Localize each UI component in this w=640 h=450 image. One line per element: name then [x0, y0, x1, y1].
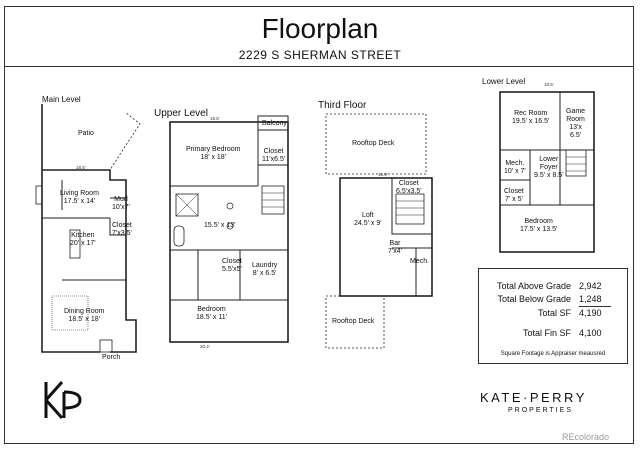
square-footage-summary: Total Above Grade 2,942 Total Below Grad…	[478, 268, 628, 364]
room-bar: Bar 7'x4'	[388, 240, 402, 255]
property-address: 2229 S SHERMAN STREET	[238, 48, 402, 62]
stat-value: 4,100	[579, 328, 602, 338]
room-primary-bath: 15.5' x 13'	[204, 222, 236, 229]
room-living: Living Room 17.5' x 14'	[60, 190, 99, 205]
header-divider	[4, 66, 634, 67]
main-level-label: Main Level	[42, 95, 81, 104]
kp-logo-icon	[44, 381, 82, 419]
stat-label: Total Below Grade	[497, 294, 571, 304]
room-porch: Porch	[102, 354, 121, 361]
stat-label: Total Above Grade	[496, 281, 571, 291]
room-patio: Patio	[78, 130, 94, 137]
page-title: Floorplan	[261, 13, 379, 44]
room-lower-mech: Mech. 10' x 7'	[504, 160, 526, 175]
patio-outline	[41, 104, 141, 171]
upper-level-label: Upper Level	[154, 108, 208, 119]
room-third-closet: Closet 6.5'x3.5'	[396, 180, 422, 195]
room-laundry: Laundry 8' x 6.5'	[252, 262, 278, 277]
room-loft: Loft 24.5' x 9'	[354, 212, 382, 227]
stat-value: 4,190	[579, 308, 602, 318]
room-lower-closet: Closet 7' x 5'	[504, 188, 524, 203]
room-rooftop-deck-bottom: Rooftop Deck	[332, 318, 375, 325]
room-rooftop-deck-top: Rooftop Deck	[352, 140, 395, 147]
stat-value: 2,942	[579, 281, 602, 291]
room-balcony: Balcony	[262, 120, 287, 127]
main-level-plan	[35, 104, 137, 353]
room-main-closet: Closet 7'x3.5'	[112, 222, 132, 237]
listing-credit: REcolorado	[562, 432, 610, 442]
room-mud: Mud 10'x7'	[112, 196, 130, 211]
brand-name: KATE·PERRY	[480, 390, 587, 405]
page-frame	[4, 6, 634, 444]
stat-note: Square Footage is Appraiser meausred	[500, 351, 606, 357]
room-dining: Dining Room 18.5' x 18'	[64, 308, 105, 323]
stat-divider	[579, 306, 611, 307]
stat-label: Total SF	[537, 308, 571, 318]
third-floor-label: Third Floor	[318, 100, 367, 111]
svg-text:18.5': 18.5'	[210, 116, 220, 121]
room-lower-bedroom: Bedroom 17.5' x 13.5'	[520, 218, 558, 233]
svg-text:20.4': 20.4'	[200, 344, 210, 349]
svg-text:16.9': 16.9'	[378, 172, 388, 177]
brand-subtitle: PROPERTIES	[508, 407, 573, 414]
room-lower-foyer: Lower Foyer 9.5' x 8.5'	[534, 156, 564, 179]
lower-level-plan	[499, 91, 595, 253]
room-game: Game Room 13'x 6.5'	[566, 108, 586, 139]
room-kitchen: Kitchen 20' x 17'	[70, 232, 96, 247]
third-floor-plan	[325, 113, 433, 349]
stat-value: 1,248	[579, 294, 602, 304]
svg-text:18.5': 18.5'	[76, 165, 86, 170]
upper-level-plan	[169, 115, 289, 343]
stat-label: Total Fin SF	[522, 328, 571, 338]
lower-level-label: Lower Level	[482, 77, 526, 86]
room-third-mech: Mech.	[410, 258, 430, 265]
room-upper-closet-2: Closet 5.5'x5'	[222, 258, 242, 273]
room-upper-bedroom: Bedroom 18.5' x 11'	[196, 306, 227, 321]
room-rec: Rec Room 19.5' x 16.5'	[512, 110, 550, 125]
room-upper-closet: Closet 11'x6.5'	[262, 148, 286, 163]
room-primary-bedroom: Primary Bedroom 18' x 18'	[186, 146, 241, 161]
svg-text:19.5': 19.5'	[544, 82, 554, 87]
